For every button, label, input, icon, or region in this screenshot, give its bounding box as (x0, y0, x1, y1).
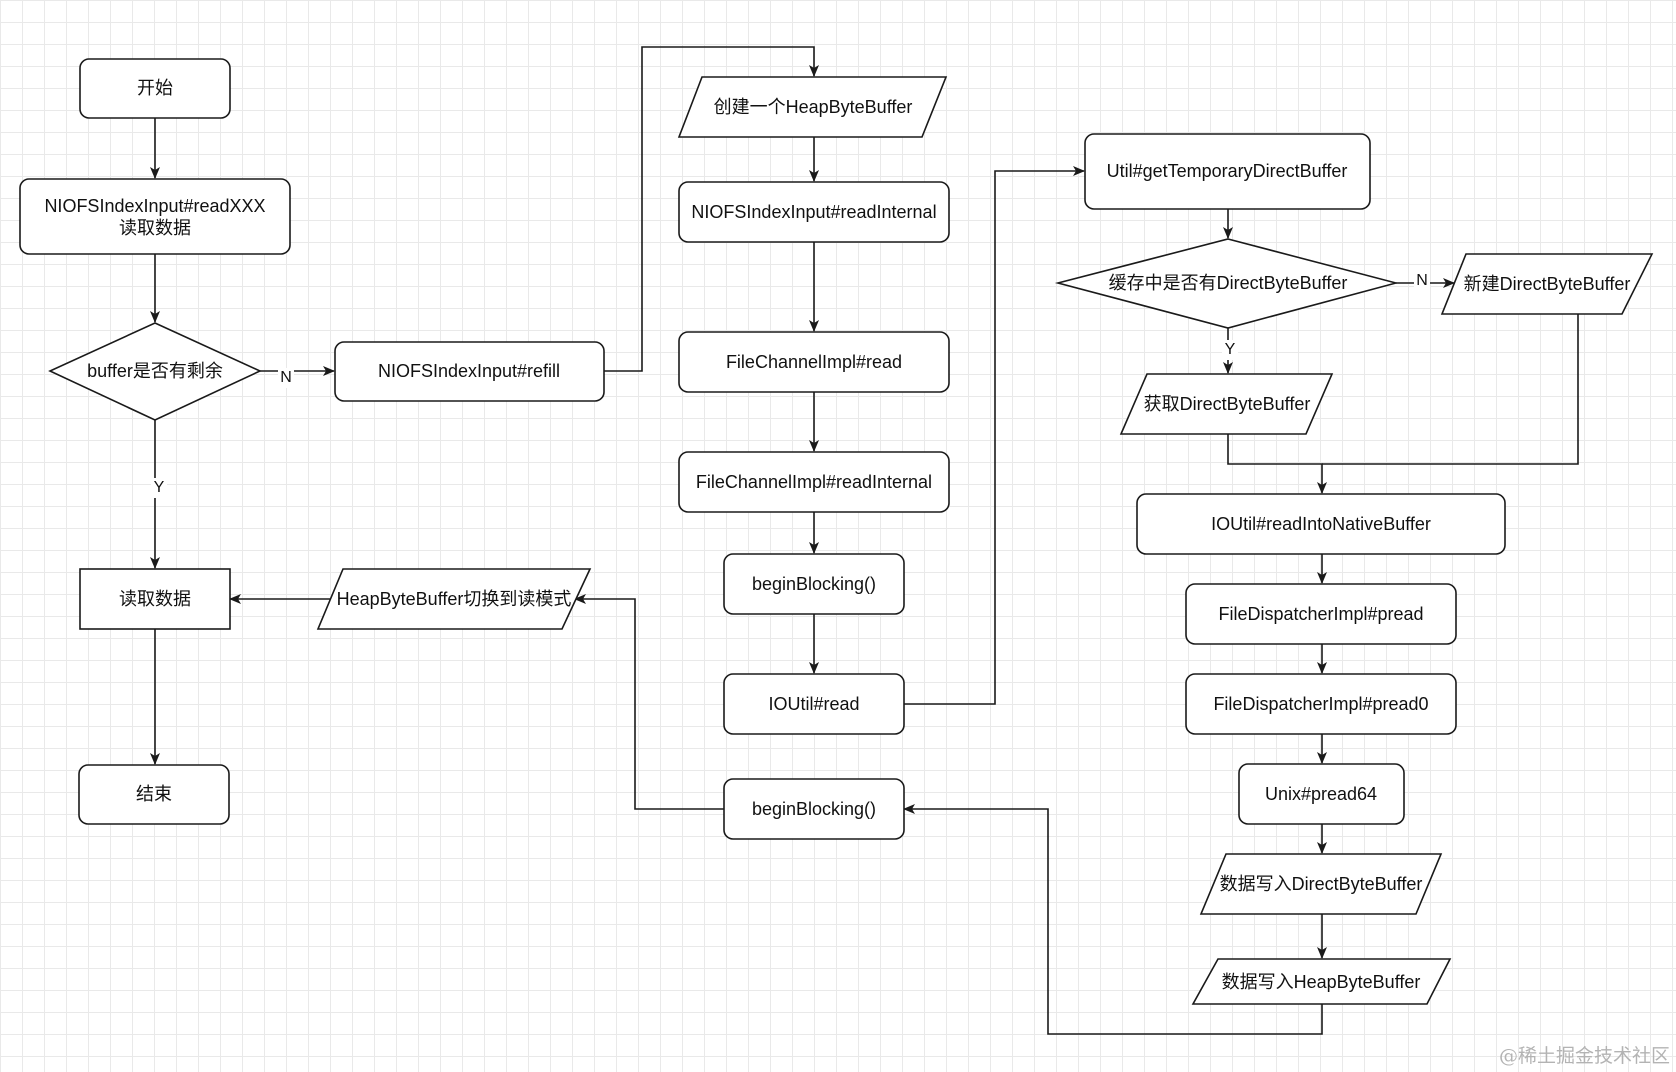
read-data-label: 读取数据 (119, 589, 191, 609)
begin-blocking-1-node: beginBlocking() (723, 553, 905, 615)
refill-node: NIOFSIndexInput#refill (334, 341, 605, 402)
cache-check-label: 缓存中是否有DirectByteBuffer (1109, 273, 1348, 293)
begin-blocking-1-label: beginBlocking() (752, 574, 876, 594)
ioutil-read-label: IOUtil#read (768, 694, 859, 714)
read-into-native-node: IOUtil#readIntoNativeBuffer (1136, 493, 1506, 555)
watermark-text: @稀土掘金技术社区 (1499, 1045, 1670, 1067)
create-heap-label: 创建一个HeapByteBuffer (714, 97, 913, 117)
read-internal-label: NIOFSIndexInput#readInternal (691, 202, 936, 222)
read-internal-node: NIOFSIndexInput#readInternal (678, 181, 950, 243)
edge-ioutil-read-to-get-temp-direct (904, 166, 1085, 705)
unix-pread64-label: Unix#pread64 (1265, 784, 1377, 804)
unix-pread64-node: Unix#pread64 (1238, 763, 1405, 825)
read-data-node: 读取数据 (79, 568, 231, 630)
fc-read-node: FileChannelImpl#read (678, 331, 950, 393)
new-direct-node: 新建DirectByteBuffer (1440, 253, 1654, 315)
buffer-yes-label: Y (154, 479, 165, 496)
edge-begin-blocking-2-to-heap-flip (574, 594, 724, 810)
readxxx-label-line2: 读取数据 (119, 218, 191, 238)
begin-blocking-2-label: beginBlocking() (752, 799, 876, 819)
heap-flip-label: HeapByteBuffer切换到读模式 (337, 589, 572, 609)
cache-no-label: N (1416, 272, 1428, 289)
edge-new-direct-to-merge (1322, 314, 1579, 465)
get-direct-label: 获取DirectByteBuffer (1144, 394, 1311, 414)
edge-get-direct-to-merge (1227, 434, 1327, 494)
get-temp-direct-label: Util#getTemporaryDirectBuffer (1107, 161, 1348, 181)
end-node: 结束 (78, 764, 230, 825)
refill-label: NIOFSIndexInput#refill (378, 361, 560, 381)
start-label: 开始 (137, 78, 173, 98)
fc-read-label: FileChannelImpl#read (726, 352, 902, 372)
edge-write-heap-to-begin-blocking-2 (903, 804, 1323, 1035)
readxxx-node: NIOFSIndexInput#readXXX 读取数据 (19, 178, 291, 255)
write-direct-label: 数据写入DirectByteBuffer (1220, 874, 1423, 894)
fc-read-internal-node: FileChannelImpl#readInternal (678, 451, 950, 513)
buffer-check-label: buffer是否有剩余 (87, 361, 223, 381)
fc-read-internal-label: FileChannelImpl#readInternal (696, 472, 932, 492)
get-temp-direct-node: Util#getTemporaryDirectBuffer (1084, 133, 1371, 210)
pread0-label: FileDispatcherImpl#pread0 (1213, 694, 1428, 714)
edge-labels: N Y N Y (151, 271, 1430, 498)
begin-blocking-2-node: beginBlocking() (723, 778, 905, 840)
get-direct-node: 获取DirectByteBuffer (1119, 373, 1334, 435)
edges (150, 46, 1579, 1035)
pread-label: FileDispatcherImpl#pread (1218, 604, 1423, 624)
readxxx-label-line1: NIOFSIndexInput#readXXX (44, 196, 265, 216)
create-heap-node: 创建一个HeapByteBuffer (677, 76, 948, 138)
write-direct-node: 数据写入DirectByteBuffer (1199, 853, 1443, 915)
write-heap-label: 数据写入HeapByteBuffer (1222, 972, 1421, 992)
pread-node: FileDispatcherImpl#pread (1185, 583, 1457, 645)
cache-check-decision: 缓存中是否有DirectByteBuffer (1054, 238, 1400, 329)
buffer-no-label: N (280, 369, 292, 386)
nodes: 开始 NIOFSIndexInput#readXXX 读取数据 buffer是否… (19, 58, 1654, 1005)
heap-flip-node: HeapByteBuffer切换到读模式 (316, 568, 592, 630)
new-direct-label: 新建DirectByteBuffer (1464, 274, 1631, 294)
cache-yes-label: Y (1225, 341, 1236, 358)
end-label: 结束 (136, 784, 172, 804)
start-node: 开始 (79, 58, 231, 119)
edge-refill-to-create-heap (604, 46, 819, 372)
write-heap-node: 数据写入HeapByteBuffer (1191, 958, 1452, 1005)
read-into-native-label: IOUtil#readIntoNativeBuffer (1211, 514, 1431, 534)
buffer-check-decision: buffer是否有剩余 (48, 322, 262, 421)
pread0-node: FileDispatcherImpl#pread0 (1185, 673, 1457, 735)
ioutil-read-node: IOUtil#read (723, 673, 905, 735)
